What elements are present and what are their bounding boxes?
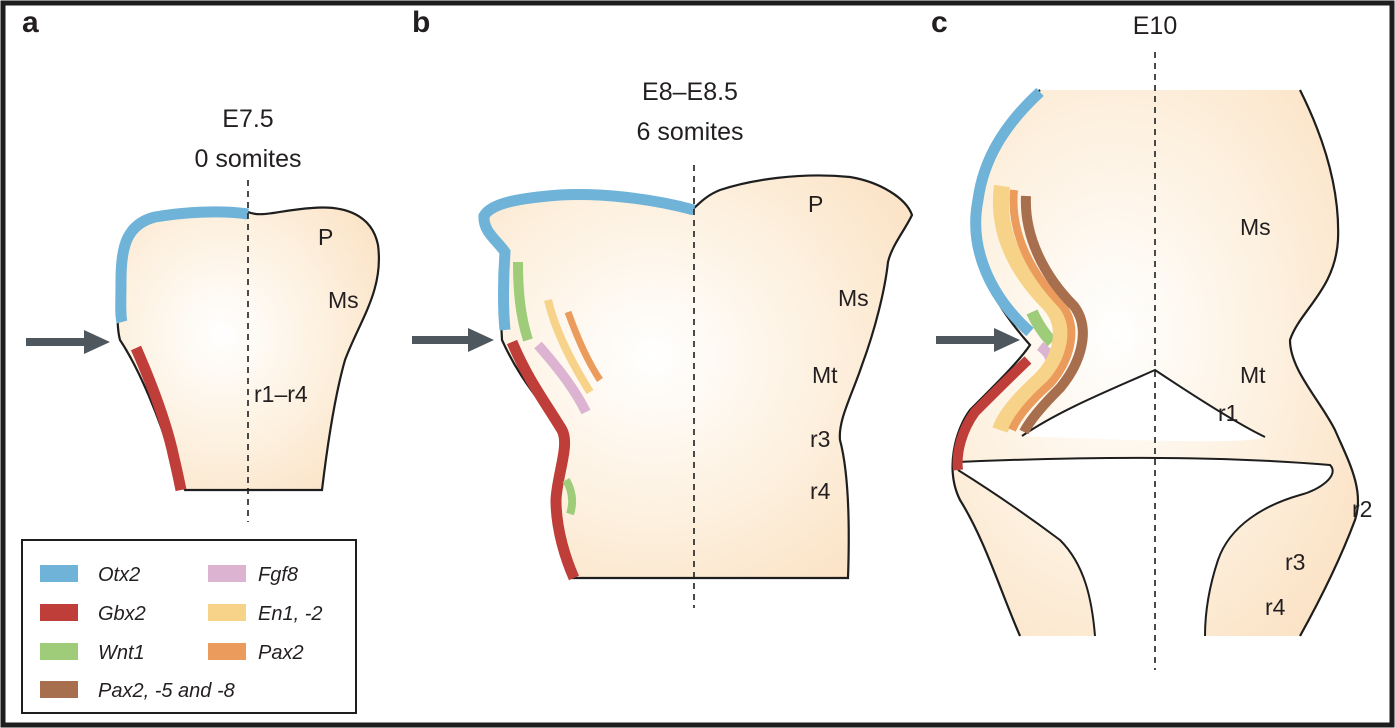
panel-b-region-r3: r3 (810, 426, 830, 452)
panel-b-letter: b (412, 6, 430, 39)
legend-label-wnt1: Wnt1 (98, 642, 145, 664)
legend-swatch-pax258 (40, 681, 78, 698)
legend-swatch-pax2 (208, 643, 246, 660)
panel-b-region-p: P (808, 191, 823, 217)
panel-b-region-r4: r4 (810, 478, 831, 504)
legend-swatch-en12 (208, 604, 246, 621)
panel-a-region-p: P (318, 224, 333, 250)
panel-c-region-ms: Ms (1240, 214, 1271, 240)
panel-b-neural-tube (480, 175, 912, 578)
panel-a-stage-age: E7.5 (222, 105, 273, 133)
panel-a: a E7.5 0 somites P Ms r1–r4 (22, 6, 379, 522)
panel-c-region-r2: r2 (1352, 496, 1372, 522)
panel-a-letter: a (22, 6, 39, 39)
panel-b: b E8–E8.5 6 somites P Ms Mt r3 r4 (412, 6, 912, 608)
panel-c-boundary-arrow (936, 328, 1020, 352)
panel-a-boundary-arrow (26, 330, 110, 354)
panel-b-region-ms: Ms (838, 285, 869, 311)
legend-label-pax2: Pax2 (258, 642, 304, 664)
panel-c-region-r4: r4 (1265, 594, 1286, 620)
legend-label-otx2: Otx2 (98, 564, 140, 586)
legend-label-en12: En1, -2 (258, 603, 322, 625)
legend-swatch-wnt1 (40, 643, 78, 660)
panel-a-region-r1-r4: r1–r4 (254, 381, 308, 407)
panel-c-region-mt: Mt (1240, 362, 1266, 388)
panel-b-stage-age: E8–E8.5 (642, 78, 738, 106)
panel-c-region-r3: r3 (1285, 549, 1305, 575)
panel-b-boundary-arrow (412, 328, 494, 352)
legend: Otx2 Fgf8 Gbx2 En1, -2 Wnt1 Pax2 Pax2, -… (22, 540, 356, 713)
panel-c-region-r1: r1 (1218, 400, 1238, 426)
panel-a-region-ms: Ms (328, 287, 359, 313)
legend-swatch-fgf8 (208, 565, 246, 582)
panel-b-stage-somites: 6 somites (637, 118, 744, 146)
legend-label-pax258: Pax2, -5 and -8 (98, 680, 235, 702)
legend-swatch-otx2 (40, 565, 78, 582)
panel-b-region-mt: Mt (812, 362, 838, 388)
legend-label-fgf8: Fgf8 (258, 564, 298, 586)
legend-label-gbx2: Gbx2 (98, 603, 146, 625)
panel-c: c E10 Ms Mt r1 r2 r3 r4 (931, 6, 1372, 670)
panel-c-stage-age: E10 (1133, 12, 1177, 40)
panel-a-stage-somites: 0 somites (195, 145, 302, 173)
panel-c-letter: c (931, 6, 948, 39)
legend-swatch-gbx2 (40, 604, 78, 621)
